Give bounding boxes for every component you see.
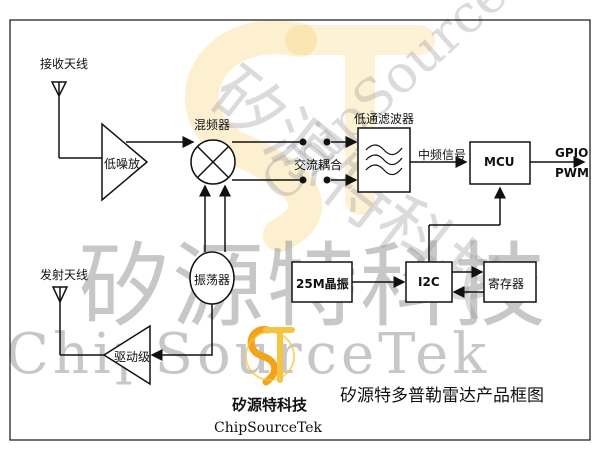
crystal-label: 25M晶振 xyxy=(296,277,349,291)
lpf-block xyxy=(357,127,411,193)
tx-antenna-label: 发射天线 xyxy=(40,268,89,282)
if-signal-label: 中频信号 xyxy=(418,148,467,162)
lna-label: 低噪放 xyxy=(104,157,141,171)
brand-name-en: ChipSourceTek xyxy=(214,420,323,436)
tx-antenna-icon xyxy=(51,286,104,356)
rx-antenna-label: 接收天线 xyxy=(40,57,89,71)
lpf-label: 低通滤波器 xyxy=(354,112,415,126)
mixer-label: 混频器 xyxy=(194,118,231,132)
register-block xyxy=(483,261,537,303)
register-label: 寄存器 xyxy=(488,277,525,291)
outer-frame xyxy=(9,19,591,441)
logo-watermark-arc xyxy=(184,20,323,252)
driver-label: 驱动级 xyxy=(114,350,151,364)
oscillator-label: 振荡器 xyxy=(194,273,231,287)
i2c-block xyxy=(405,261,453,303)
i2c-label: I2C xyxy=(418,275,440,289)
brand-name-cn: 矽源特科技 xyxy=(232,396,308,414)
pwm-label: PWM xyxy=(555,166,589,180)
mcu-block xyxy=(469,141,531,185)
mixer-symbol xyxy=(190,139,236,185)
brand-logo-icon xyxy=(245,326,295,386)
lna-amplifier xyxy=(101,122,149,202)
driver-amplifier xyxy=(102,324,151,386)
ac-coupling-caps xyxy=(299,138,331,184)
ac-coupling-label: 交流耦合 xyxy=(294,158,343,172)
diagram-caption: 矽源特多普勒雷达产品框图 xyxy=(340,386,544,406)
gpio-label: GPIO xyxy=(555,146,589,160)
rx-antenna-icon xyxy=(50,81,102,159)
mcu-label: MCU xyxy=(484,155,515,169)
